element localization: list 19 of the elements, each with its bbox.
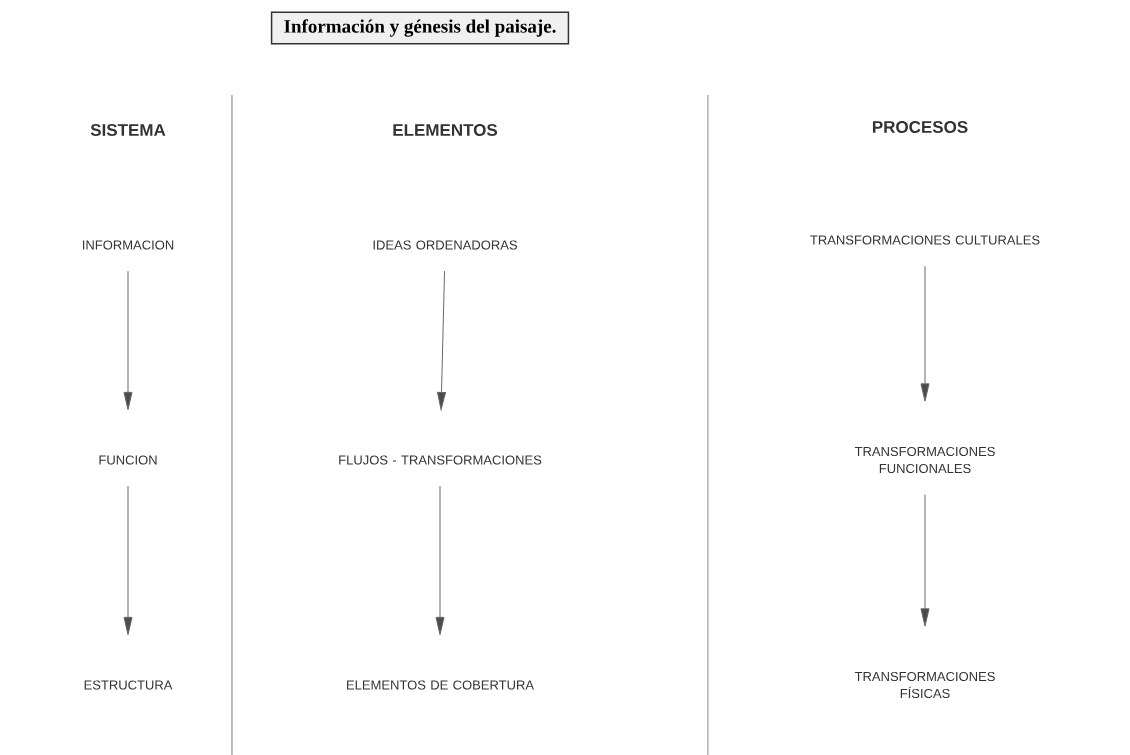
arrow	[920, 265, 930, 402]
node-label: ESTRUCTURA	[84, 680, 173, 690]
arrow	[123, 485, 133, 636]
node-label: TRANSFORMACIONES CULTURALES	[810, 235, 1040, 245]
title-box: Información y génesis del paisaje.	[270, 11, 570, 45]
node-label: TRANSFORMACIONES FUNCIONALES	[854, 446, 995, 474]
node-label: FLUJOS - TRANSFORMACIONES	[339, 455, 542, 465]
arrow	[920, 494, 930, 627]
arrow	[435, 485, 445, 636]
node-label: IDEAS ORDENADORAS	[373, 240, 517, 250]
node-label: ELEMENTOS DE COBERTURA	[347, 680, 534, 690]
node-label: FUNCION	[99, 455, 157, 465]
column-heading: PROCESOS	[872, 121, 968, 133]
column-heading: SISTEMA	[90, 124, 166, 136]
arrow	[437, 270, 446, 411]
node-label: TRANSFORMACIONES FÍSICAS	[854, 671, 995, 699]
column-heading: ELEMENTOS	[393, 124, 498, 136]
node-label: INFORMACION	[83, 240, 174, 250]
arrow	[123, 270, 133, 411]
